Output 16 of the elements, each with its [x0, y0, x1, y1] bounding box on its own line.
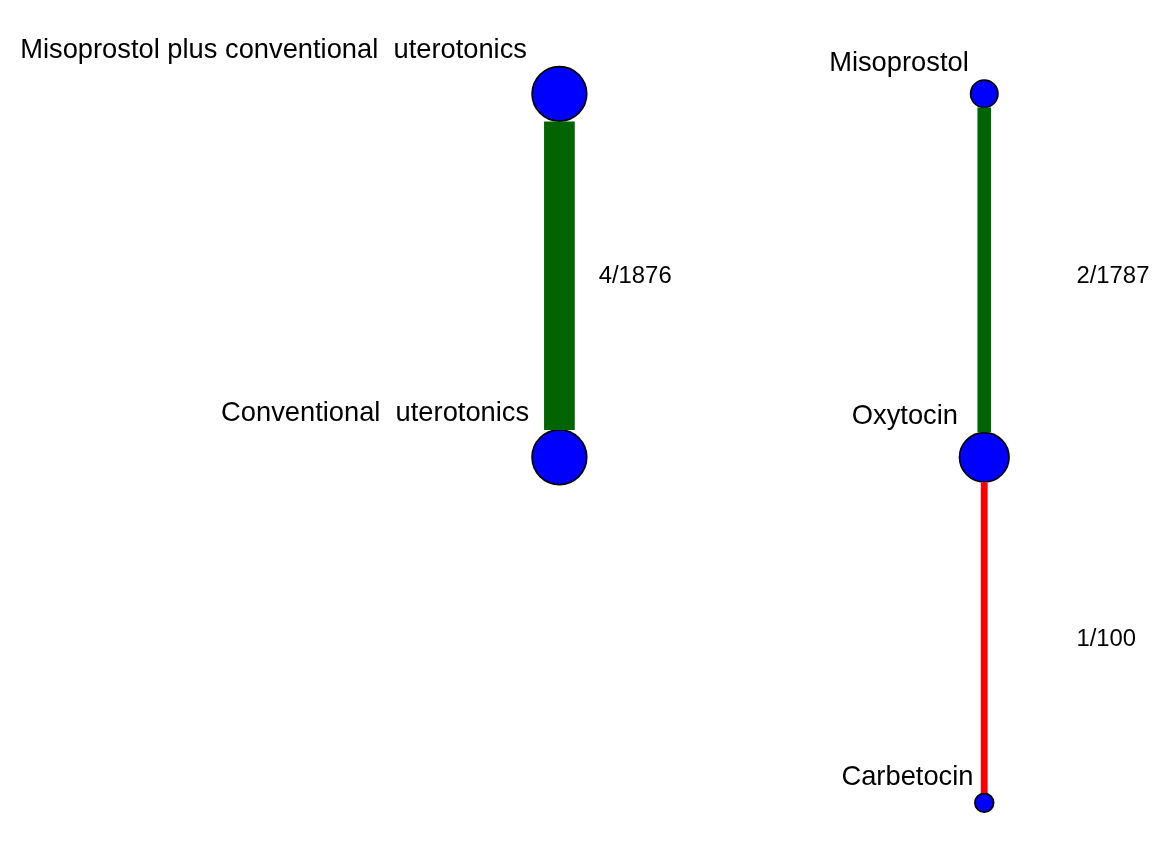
node-circle [531, 65, 588, 122]
edge-label: 1/100 [1076, 624, 1137, 652]
edge-label: 2/1787 [1076, 260, 1150, 288]
node-label: Misoprostol plus conventional uterotonics [20, 32, 527, 64]
connector [977, 107, 992, 433]
node-label: Misoprostol [829, 46, 969, 78]
connector [980, 482, 988, 793]
edge-label: 4/1876 [598, 260, 672, 288]
node-label: Carbetocin [841, 759, 974, 791]
node-circle [958, 431, 1010, 483]
node-circle [974, 792, 995, 814]
node-label: Conventional uterotonics [221, 396, 530, 428]
node-label: Oxytocin [851, 398, 959, 430]
node-circle [969, 79, 999, 109]
connector [544, 121, 575, 430]
node-circle [531, 429, 588, 486]
